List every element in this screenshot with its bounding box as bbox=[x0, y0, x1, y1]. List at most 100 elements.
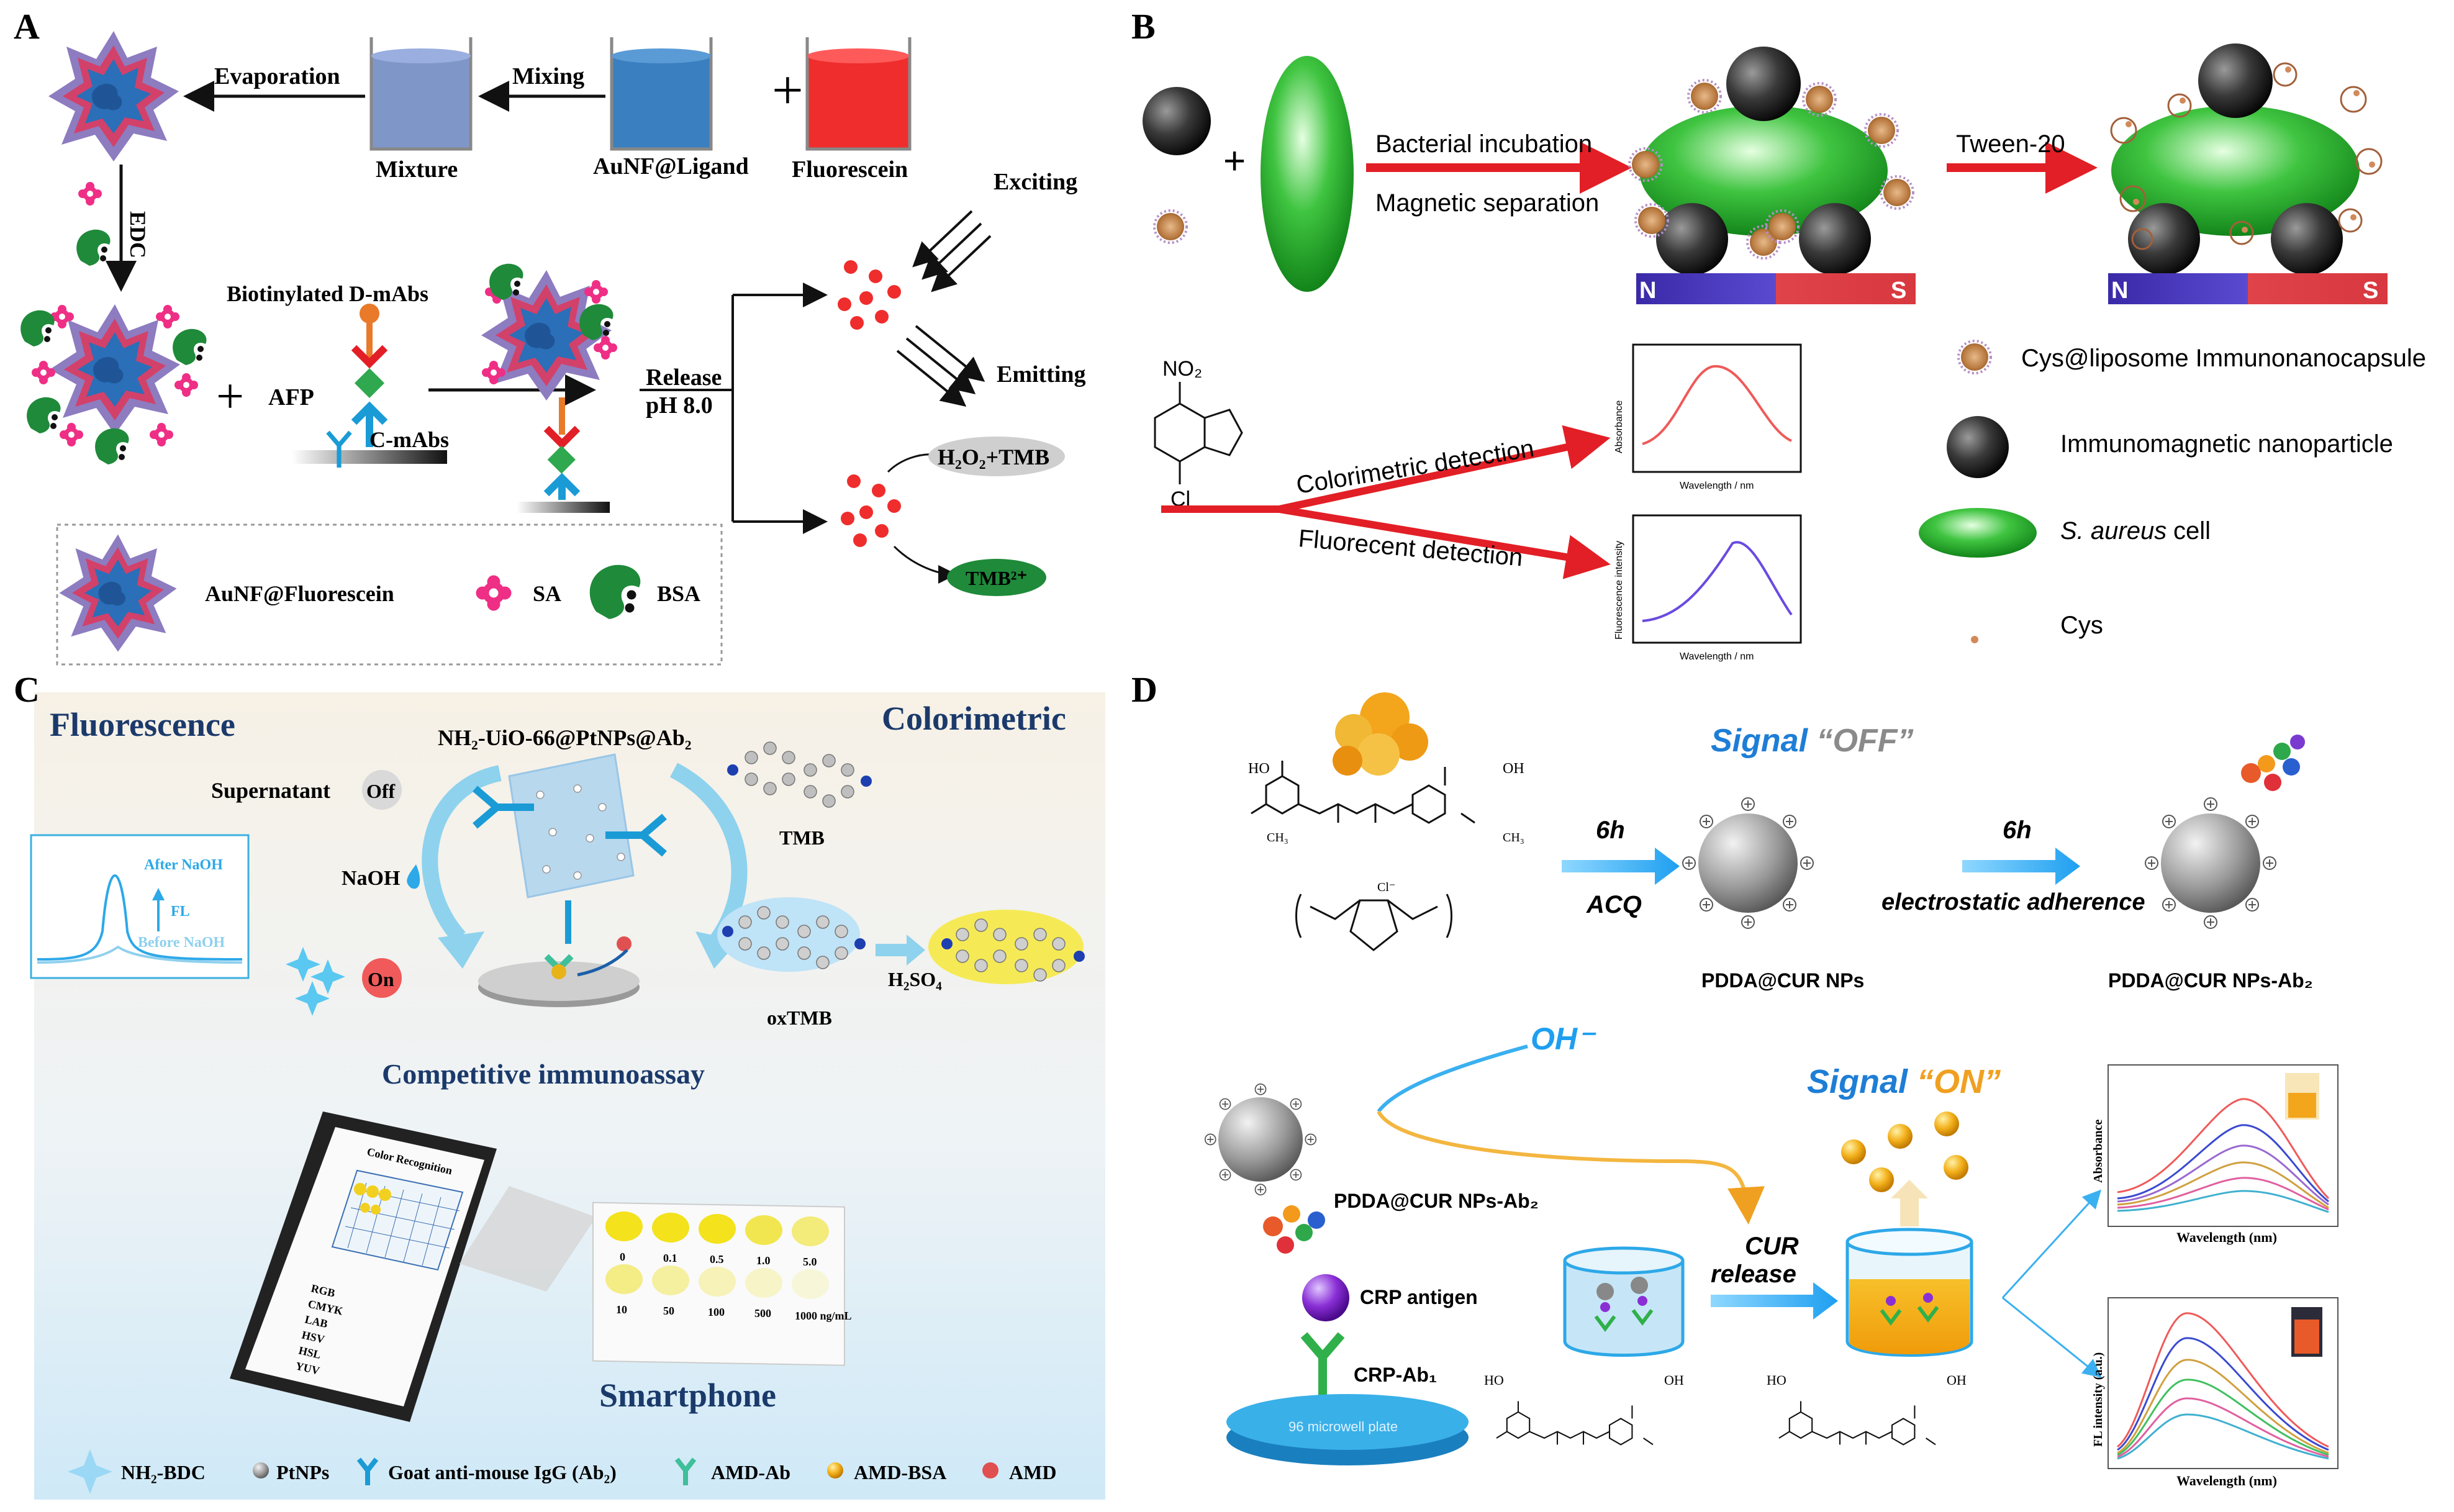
plus-sign: + bbox=[772, 60, 804, 121]
wavelength-axis-label-d1: Wavelength (nm) bbox=[2176, 1229, 2277, 1245]
absorbance-spectra-plot bbox=[2108, 1064, 2339, 1227]
legend-nh2bdc-icon bbox=[68, 1449, 112, 1494]
legend-bsa-icon bbox=[589, 564, 641, 619]
fluorescence-cycle-arrow bbox=[422, 765, 502, 943]
legend-ab2-icon bbox=[356, 1457, 379, 1485]
absorbance-axis-label: Absorbance bbox=[1614, 401, 1624, 453]
legend-amd-bsa-icon bbox=[827, 1462, 843, 1478]
arrow-acq bbox=[1562, 848, 1680, 885]
immunoassay-stack-icon bbox=[1204, 1083, 1469, 1465]
magnet-s-label-2: S bbox=[2363, 278, 2378, 304]
test-strip-card bbox=[592, 1202, 845, 1366]
panel-a: A + Evaporation Mixing Mixture AuNF@Liga… bbox=[14, 6, 1086, 666]
fluorescence-mini-plot bbox=[1632, 514, 1802, 644]
pdda-cur-np-icon bbox=[1682, 797, 1814, 929]
after-naoh-label: After NaOH bbox=[144, 857, 223, 873]
edc-label: EDC bbox=[125, 211, 150, 258]
svg-text:10: 10 bbox=[616, 1303, 627, 1316]
h2so4-label: H₂SO₄ bbox=[888, 968, 942, 990]
legend-ptnps-label: PtNPs bbox=[276, 1461, 329, 1483]
tmb-molecule-icon bbox=[727, 741, 872, 808]
nh2-bdc-cluster-icon bbox=[286, 947, 345, 1016]
released-complex-icon bbox=[2108, 43, 2388, 304]
oxtmb-label: oxTMB bbox=[767, 1007, 832, 1029]
beaker-after-icon bbox=[1845, 1228, 1973, 1357]
six-h-label-1: 6h bbox=[1596, 817, 1625, 844]
legend-magnetic-bead-icon bbox=[1947, 416, 2009, 478]
smartphone-icon bbox=[230, 1111, 497, 1422]
magnetic-separation-label: Magnetic separation bbox=[1375, 189, 1599, 217]
evaporation-label: Evaporation bbox=[214, 63, 340, 89]
fluorescein-label: Fluorescein bbox=[792, 156, 908, 183]
fluorescence-title: Fluorescence bbox=[50, 706, 235, 743]
ho-label-3: HO bbox=[1767, 1372, 1786, 1388]
curcumin-crystal-icon bbox=[1333, 692, 1428, 776]
pdda-cur-ab2-label: PDDA@CUR NPs-Ab₂ bbox=[2108, 969, 2313, 992]
fl-axis-label-d: FL intensity (a.u.) bbox=[2091, 1352, 2105, 1447]
afp-label: AFP bbox=[268, 384, 314, 410]
panel-d-letter: D bbox=[1131, 669, 1157, 710]
legend-cell-icon bbox=[1919, 508, 2037, 558]
h2o2-label: H₂O₂+TMB bbox=[938, 445, 1049, 469]
nbd-cl-molecule-icon bbox=[1154, 382, 1243, 484]
tmb-oxidized-badge bbox=[947, 559, 1046, 596]
released-cur-dots bbox=[1841, 1111, 1968, 1192]
pdda-cur-ab2-label-2: PDDA@CUR NPs-Ab₂ bbox=[1334, 1190, 1539, 1212]
emitting-arrows bbox=[896, 325, 985, 407]
naoh-label: NaOH bbox=[342, 867, 400, 890]
fluorescein-dots-bottom bbox=[841, 474, 901, 547]
ch3-label-1: CH₃ bbox=[1267, 831, 1288, 844]
concentration-labels: 0 0.1 0.5 1.0 5.0 10 50 100 500 1000 ng/… bbox=[616, 1251, 852, 1322]
off-badge bbox=[362, 770, 402, 810]
fluorescein-dots-top bbox=[838, 260, 901, 330]
svg-text:1.0: 1.0 bbox=[756, 1254, 771, 1267]
svg-text:0.5: 0.5 bbox=[710, 1253, 724, 1265]
s-aureus-cell-icon bbox=[1261, 56, 1354, 292]
oh-label-2: OH bbox=[1664, 1372, 1684, 1388]
ph-label: pH 8.0 bbox=[646, 392, 713, 419]
crp-antigen-label: CRP antigen bbox=[1360, 1286, 1478, 1308]
plate-label: 96 microwell plate bbox=[1288, 1419, 1398, 1434]
legend-aunf-label: AuNF@Fluorescein bbox=[205, 581, 394, 606]
oh-label-3: OH bbox=[1947, 1372, 1967, 1388]
smartphone-title: Smartphone bbox=[599, 1377, 776, 1414]
panel-a-legend-box bbox=[56, 523, 723, 666]
arrow-release bbox=[1711, 1282, 1838, 1320]
ligand-beaker-icon bbox=[610, 37, 713, 151]
sandwich-antibody-icon bbox=[292, 304, 447, 464]
no2-label: NO₂ bbox=[1162, 357, 1202, 381]
signal-on-title: Signal “ON” bbox=[1807, 1063, 2001, 1100]
off-label: Off bbox=[366, 780, 396, 802]
legend-magnetic-label: Immunomagnetic nanoparticle bbox=[2060, 430, 2393, 458]
six-h-label-2: 6h bbox=[2003, 817, 2032, 844]
signal-off-title: Signal “OFF” bbox=[1711, 723, 1913, 759]
panel-b: B + Bacterial incubation Magnetic separa… bbox=[1131, 6, 2426, 662]
ho-label: HO bbox=[1248, 761, 1270, 777]
panel-b-letter: B bbox=[1131, 6, 1156, 47]
captured-complex-icon bbox=[1628, 47, 1916, 304]
legend-liposome-icon bbox=[1957, 340, 1992, 374]
ligand-label: AuNF@Ligand bbox=[593, 153, 749, 179]
acq-label: ACQ bbox=[1586, 891, 1642, 918]
legend-amd-icon bbox=[982, 1462, 998, 1478]
svg-text:5.0: 5.0 bbox=[803, 1256, 817, 1268]
wavelength-axis-label-1: Wavelength / nm bbox=[1680, 481, 1754, 491]
legend-aunf-icon bbox=[59, 534, 177, 652]
exciting-arrows bbox=[912, 210, 992, 292]
emitting-label: Emitting bbox=[997, 361, 1086, 387]
absorbance-mini-plot bbox=[1632, 343, 1802, 473]
svg-text:1000 ng/mL: 1000 ng/mL bbox=[795, 1310, 852, 1322]
absorbance-axis-label-d: Absorbance bbox=[2091, 1120, 2105, 1183]
legend-cys-icon bbox=[1971, 636, 1978, 643]
tmb-label: TMB bbox=[779, 826, 825, 849]
aunf-ligand-icon bbox=[48, 31, 179, 161]
svg-text:0.1: 0.1 bbox=[663, 1252, 677, 1264]
pdda-cur-ab2-icon bbox=[2145, 735, 2305, 929]
svg-text:500: 500 bbox=[754, 1307, 771, 1320]
magnet-s-label: S bbox=[1891, 278, 1906, 304]
release-up-arrow bbox=[1891, 1180, 1928, 1226]
functionalized-aunf-icon bbox=[20, 304, 207, 464]
magnetic-bead-icon bbox=[1143, 87, 1211, 155]
bound-complex-icon bbox=[481, 263, 617, 513]
bsa-icon bbox=[76, 229, 111, 266]
